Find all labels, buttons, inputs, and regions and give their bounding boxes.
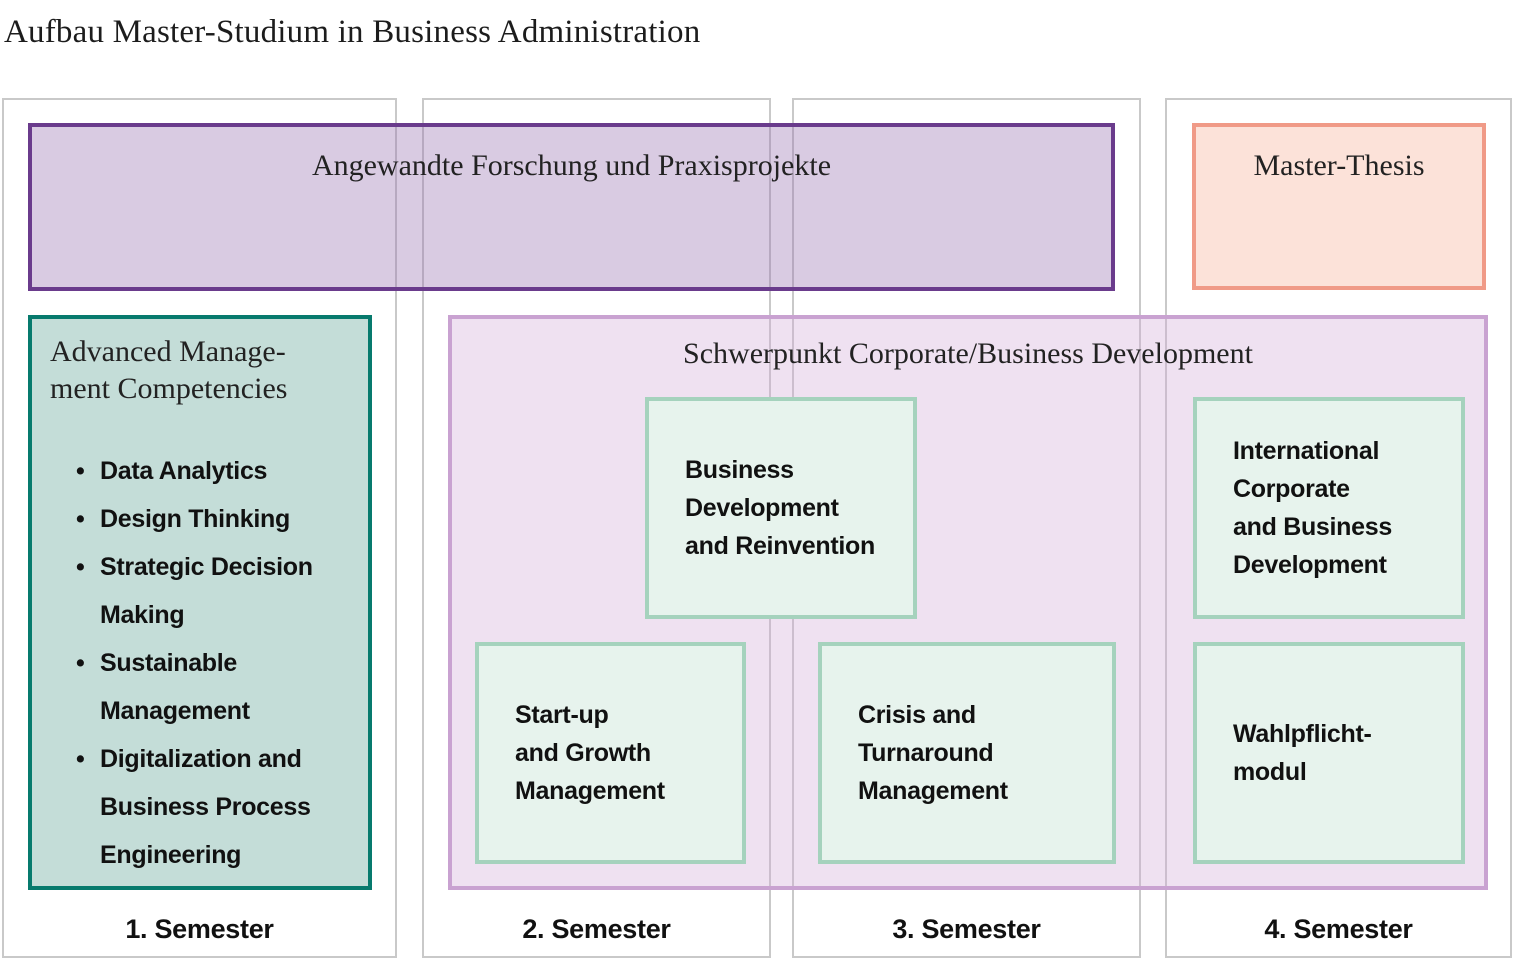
module-label: International Corporate and Business Dev… — [1233, 437, 1392, 579]
module-startup-growth-box: Start-up and Growth Management — [475, 642, 746, 864]
list-item: • Design Thinking — [76, 495, 368, 543]
page-title: Aufbau Master-Studium in Business Admini… — [4, 14, 701, 50]
advanced-management-competencies-box: Advanced Manage- ment Competencies • Dat… — [28, 315, 372, 890]
module-label: Wahlpflicht- modul — [1233, 720, 1372, 786]
module-label: Crisis and Turnaround Management — [858, 701, 1008, 805]
bullet-icon: • — [76, 505, 85, 533]
bullet-icon: • — [76, 649, 85, 677]
module-international-corporate-box: International Corporate and Business Dev… — [1193, 397, 1465, 619]
bullet-icon: • — [76, 553, 85, 581]
module-business-development-box: Business Development and Reinvention — [645, 397, 917, 619]
module-label: Business Development and Reinvention — [685, 456, 875, 560]
semester-4-label: 4. Semester — [1264, 914, 1413, 944]
bullet-icon: • — [76, 457, 85, 485]
list-item: • Strategic Decision Making — [76, 543, 368, 639]
list-item-label: Design Thinking — [100, 505, 290, 533]
competencies-heading: Advanced Manage- ment Competencies — [50, 335, 288, 405]
list-item-label: Digitalization and Business Process Engi… — [100, 745, 311, 869]
semester-1-label: 1. Semester — [125, 914, 274, 944]
list-item-label: Sustainable Management — [100, 649, 250, 725]
list-item: • Data Analytics — [76, 447, 368, 495]
applied-research-label: Angewandte Forschung und Praxisprojekte — [311, 149, 832, 182]
module-wahlpflicht-box: Wahlpflicht- modul — [1193, 642, 1465, 864]
bullet-icon: • — [76, 745, 85, 773]
list-item: • Digitalization and Business Process En… — [76, 735, 368, 879]
semester-2-label: 2. Semester — [522, 914, 671, 944]
master-thesis-box: Master-Thesis — [1192, 123, 1486, 290]
list-item-label: Data Analytics — [100, 457, 268, 485]
master-thesis-label: Master-Thesis — [1253, 149, 1425, 182]
semester-3-label: 3. Semester — [892, 914, 1041, 944]
module-crisis-turnaround-box: Crisis and Turnaround Management — [818, 642, 1116, 864]
focus-area-heading: Schwerpunkt Corporate/Business Developme… — [683, 337, 1253, 370]
competencies-list: • Data Analytics • Design Thinking • Str… — [32, 447, 368, 879]
module-label: Start-up and Growth Management — [515, 701, 665, 805]
list-item-label: Strategic Decision Making — [100, 553, 313, 629]
applied-research-banner: Angewandte Forschung und Praxisprojekte — [28, 123, 1115, 291]
list-item: • Sustainable Management — [76, 639, 368, 735]
